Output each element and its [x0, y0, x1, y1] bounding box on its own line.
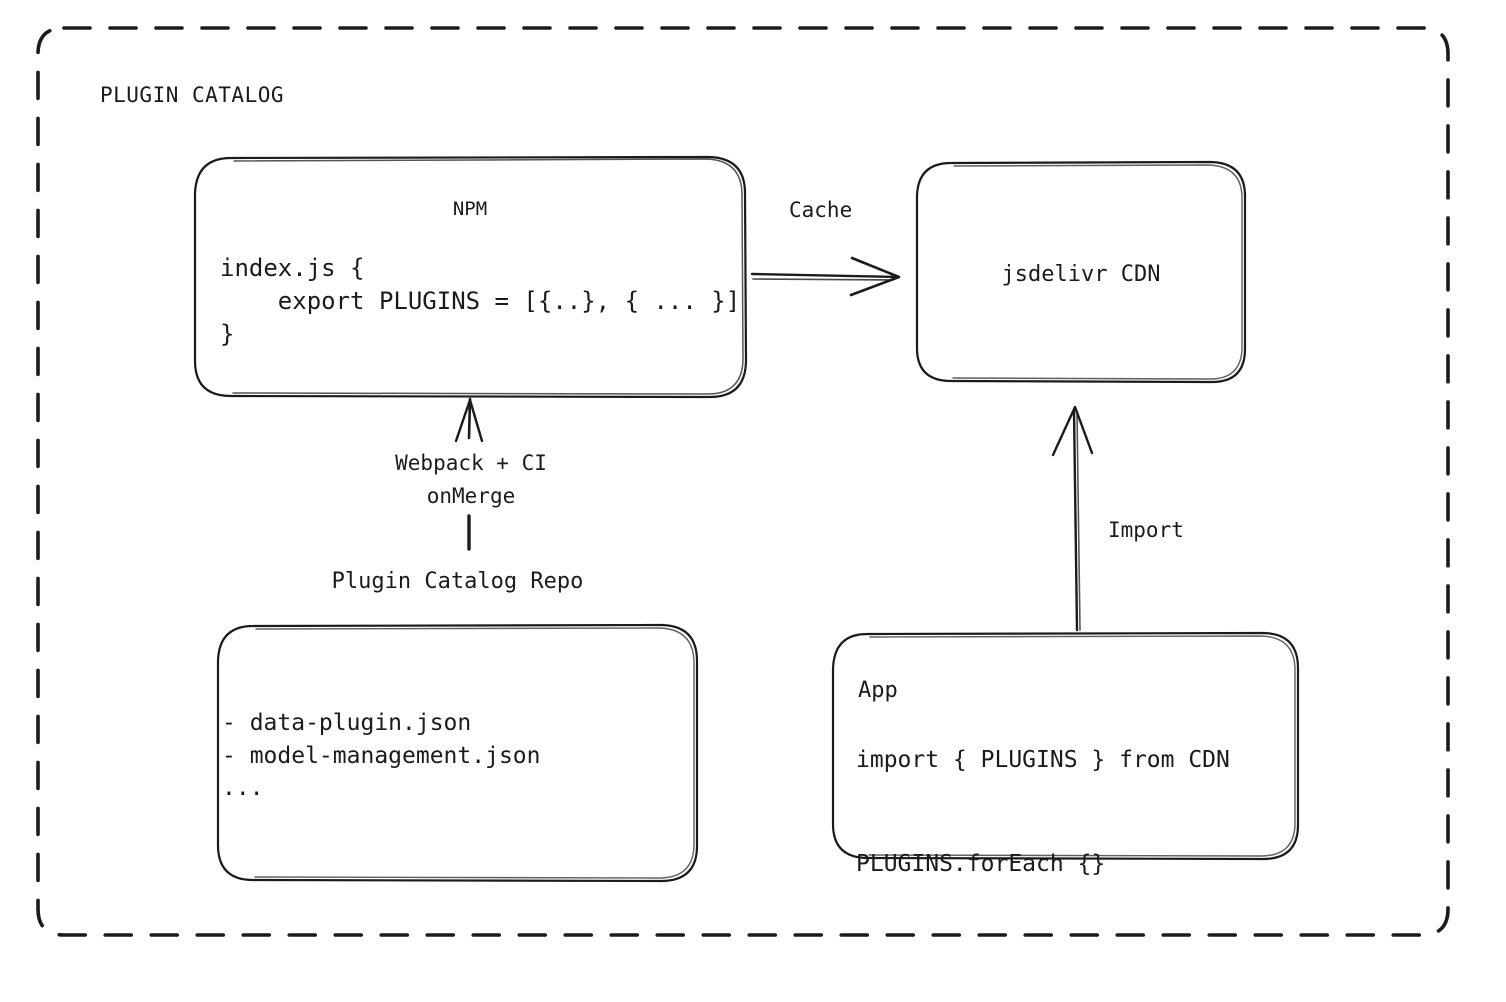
group-title: PLUGIN CATALOG [100, 83, 285, 107]
npm-node-code: index.js { export PLUGINS = [{..}, { ...… [220, 254, 741, 349]
import-arrow-head [1051, 405, 1094, 457]
build-edge-label: Webpack + CI onMerge [395, 451, 547, 508]
repo-node-file-list: - data-plugin.json - model-management.js… [222, 710, 541, 802]
import-arrow-shaft [1072, 408, 1079, 632]
import-arrow-shaft-echo [1076, 411, 1081, 631]
npm-node-title: NPM [452, 198, 488, 220]
cache-edge-label: Cache [789, 198, 853, 222]
app-node-code: import { PLUGINS } from CDN PLUGINS.forE… [856, 747, 1230, 877]
build-arrow-head [454, 398, 484, 443]
import-edge-label: Import [1108, 518, 1184, 542]
cache-arrow-shaft-echo [752, 278, 894, 281]
build-arrow-shaft [467, 397, 472, 440]
cdn-node-title: jsdelivr CDN [1001, 262, 1161, 287]
cache-arrow-head [849, 256, 901, 297]
cache-arrow-shaft [750, 272, 899, 279]
app-node-title: App [858, 678, 898, 703]
repo-node-caption: Plugin Catalog Repo [331, 569, 584, 594]
